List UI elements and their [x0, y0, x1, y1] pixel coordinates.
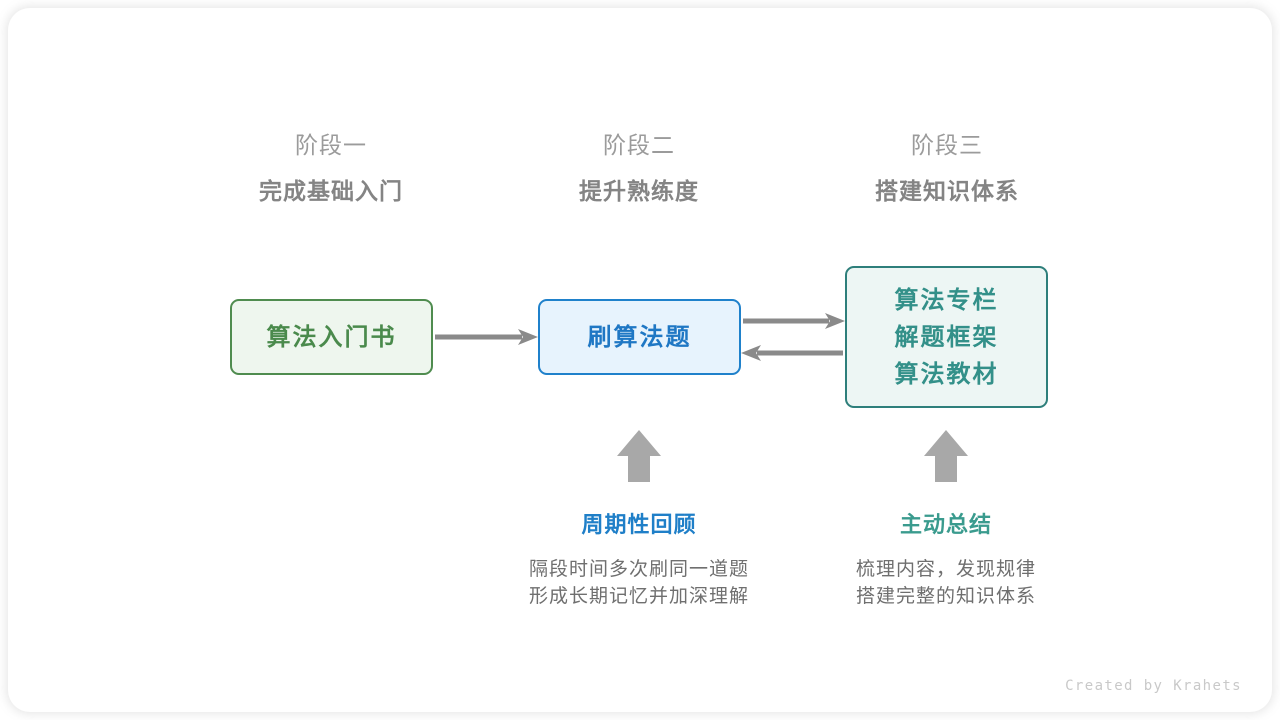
arrow-practice-to-resources — [743, 313, 845, 329]
node-algorithm-intro-book[interactable]: 算法入门书 — [230, 299, 433, 375]
stage-title-2: 提升熟练度 — [579, 178, 699, 204]
note-review-body-line-1: 隔段时间多次刷同一道题 — [528, 559, 749, 580]
stage-title-3: 搭建知识体系 — [875, 178, 1019, 204]
note-review-body-line-2: 形成长期记忆并加深理解 — [528, 586, 749, 607]
note-review-title: 周期性回顾 — [581, 512, 697, 537]
stage-label-2: 阶段二 — [603, 132, 675, 158]
note-summary-title: 主动总结 — [899, 512, 992, 537]
arrow-book-to-practice — [435, 329, 538, 345]
node-resources-line-3: 算法教材 — [894, 360, 999, 388]
node-resources-line-2: 解题框架 — [894, 323, 999, 351]
note-review: 周期性回顾 隔段时间多次刷同一道题 形成长期记忆并加深理解 — [479, 511, 799, 610]
note-summary: 主动总结 梳理内容，发现规律 搭建完整的知识体系 — [786, 511, 1106, 610]
node-practice-problems[interactable]: 刷算法题 — [538, 299, 741, 375]
node-resources-line-1: 算法专栏 — [894, 286, 999, 314]
arrow-resources-to-practice — [741, 345, 843, 361]
note-summary-body-line-1: 梳理内容，发现规律 — [855, 559, 1036, 580]
stage-column-2: 阶段二 提升熟练度 — [509, 130, 769, 206]
note-summary-body-line-2: 搭建完整的知识体系 — [855, 586, 1036, 607]
stage-label-1: 阶段一 — [295, 132, 367, 158]
stage-column-3: 阶段三 搭建知识体系 — [817, 130, 1077, 206]
arrow-summary-up — [924, 430, 968, 482]
node-knowledge-resources[interactable]: 算法专栏 解题框架 算法教材 — [845, 266, 1048, 408]
credit-text: Created by Krahets — [1065, 678, 1242, 694]
node-book-line-1: 算法入门书 — [266, 323, 397, 351]
stage-label-3: 阶段三 — [911, 132, 983, 158]
arrow-review-up — [617, 430, 661, 482]
stage-title-1: 完成基础入门 — [259, 178, 403, 204]
stage-column-1: 阶段一 完成基础入门 — [201, 130, 461, 206]
note-summary-body: 梳理内容，发现规律 搭建完整的知识体系 — [786, 556, 1106, 610]
node-practice-line-1: 刷算法题 — [587, 323, 692, 351]
note-review-body: 隔段时间多次刷同一道题 形成长期记忆并加深理解 — [479, 556, 799, 610]
